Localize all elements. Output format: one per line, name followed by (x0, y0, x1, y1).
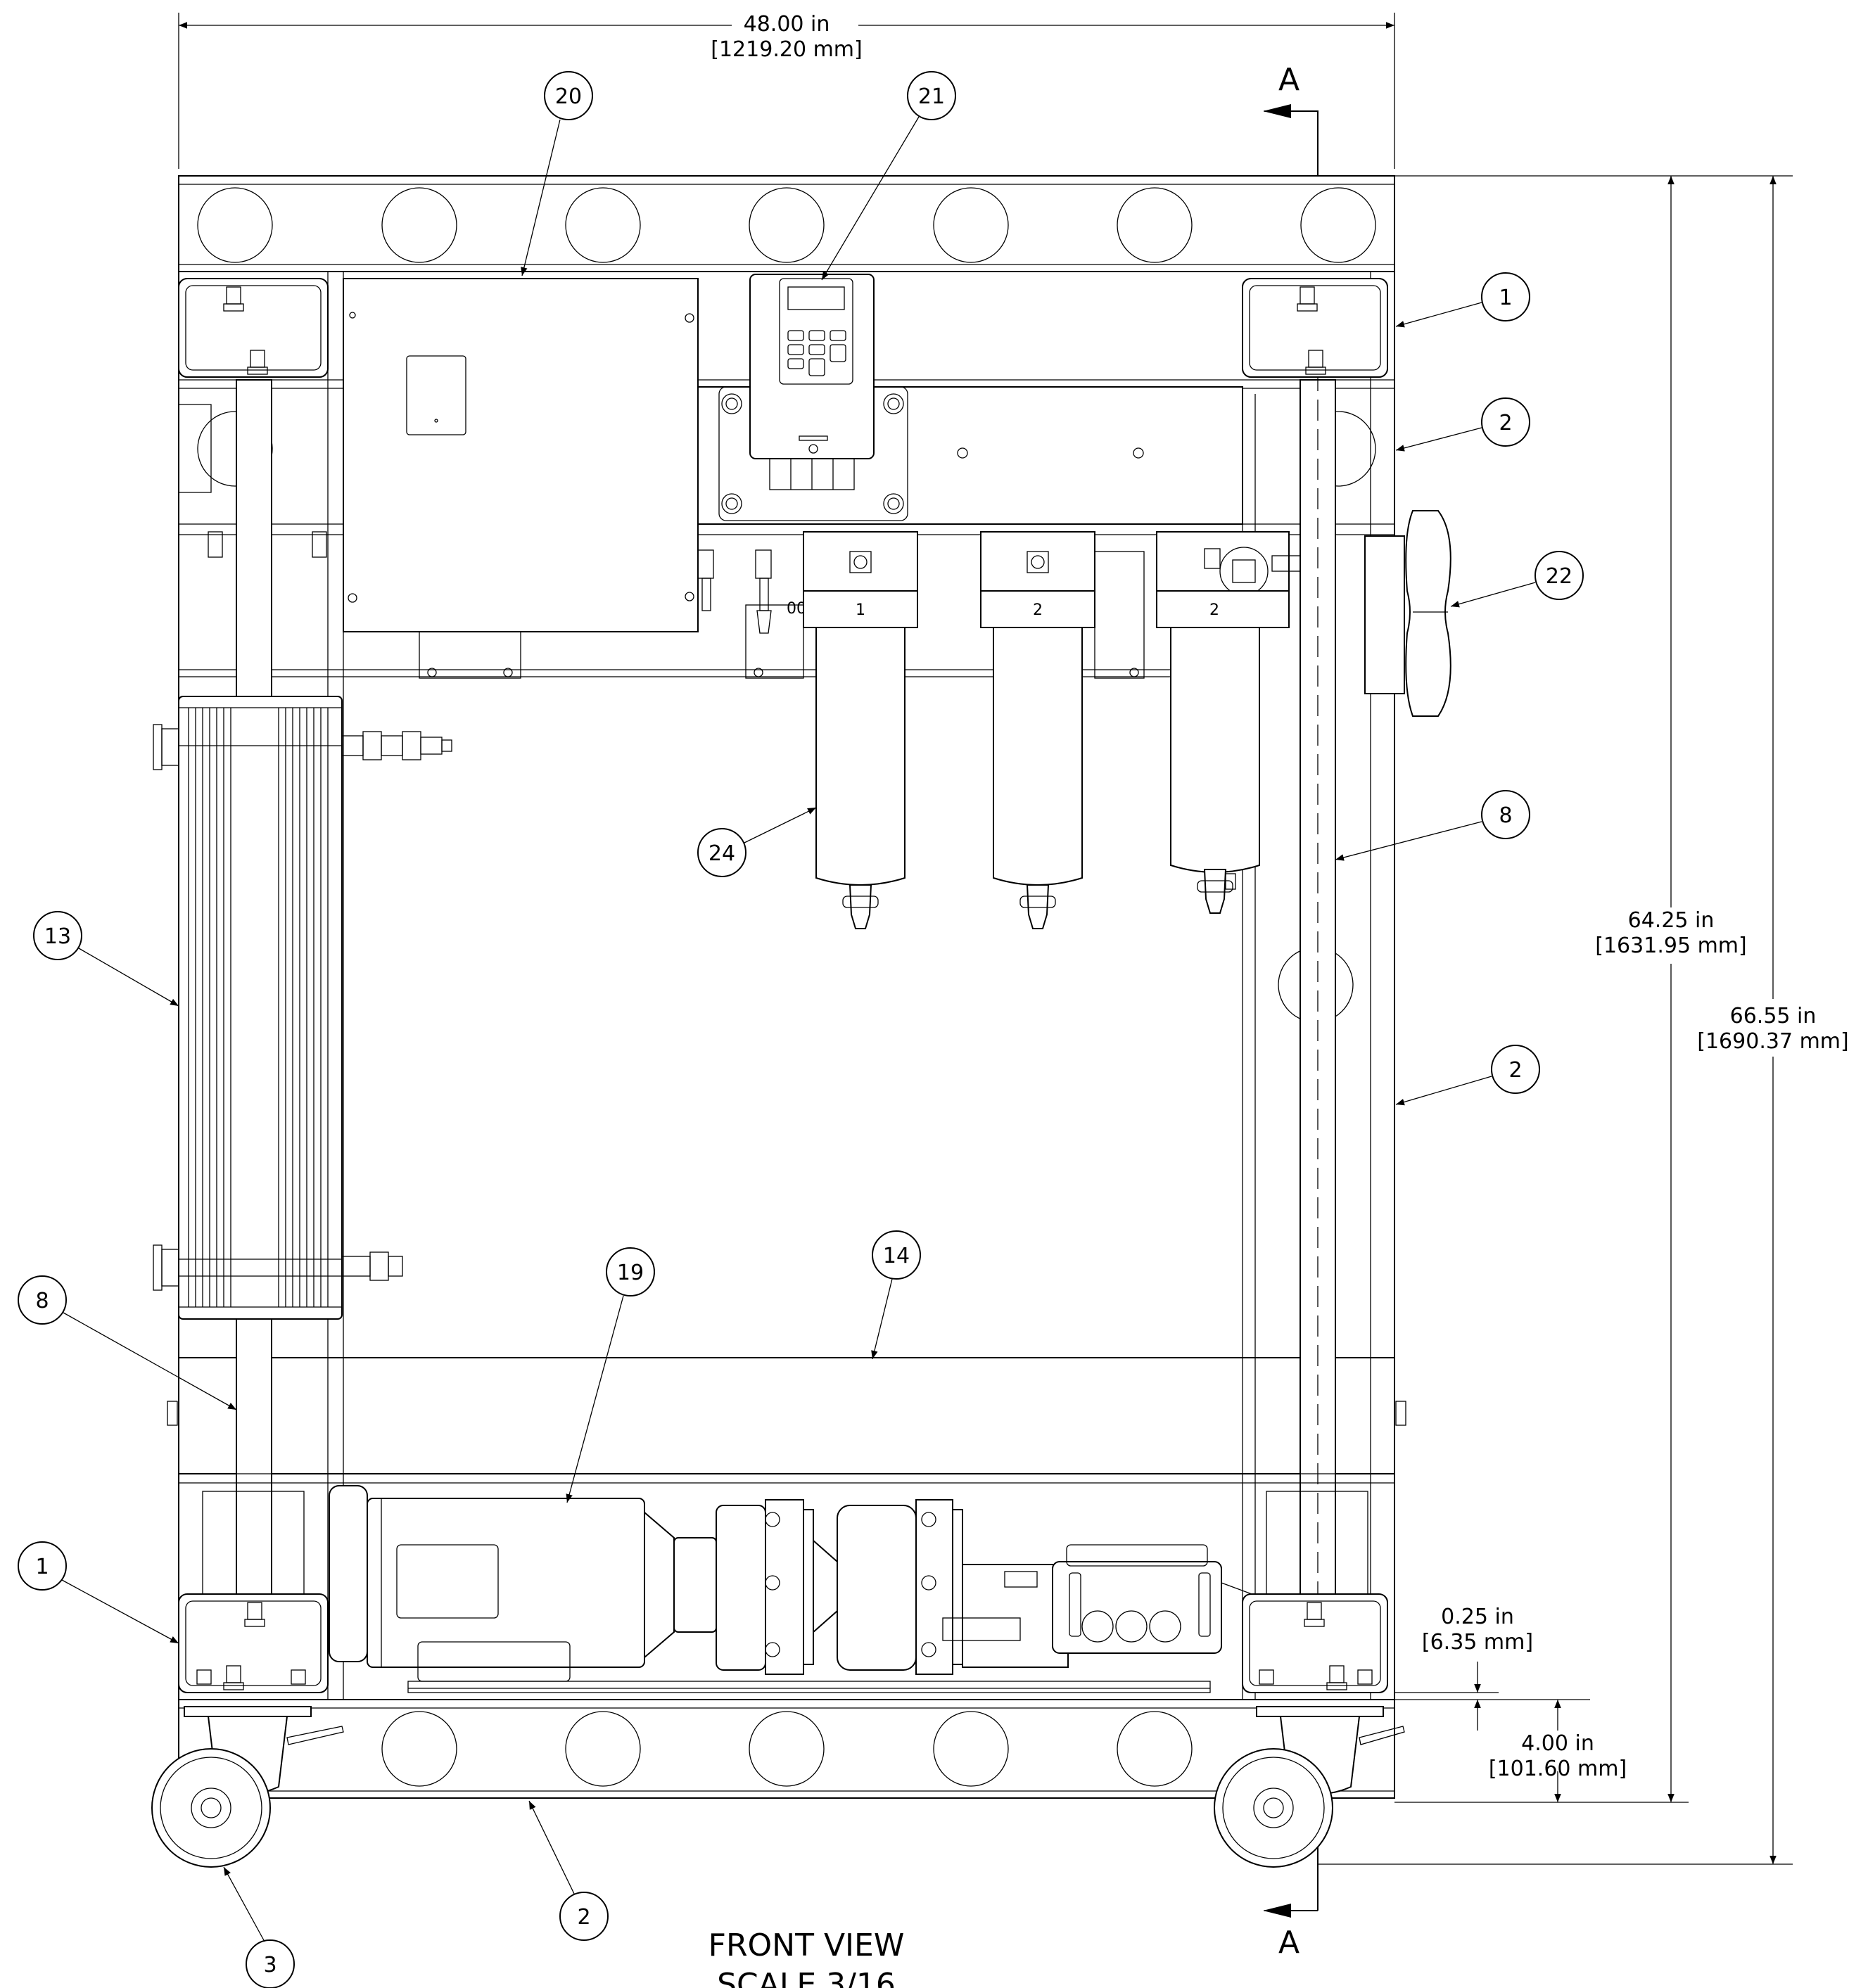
filter-housing-3: 2 (1156, 531, 1301, 914)
view-title-text: FRONT VIEW (709, 1928, 905, 1963)
section-label-top: A (1278, 62, 1300, 98)
base-height-mm: [101.60 mm] (1489, 1757, 1627, 1781)
frame-height-mm: [1631.95 mm] (1595, 934, 1746, 958)
balloon-24: 24 (709, 841, 735, 866)
filter-housing-1: 1 (803, 531, 918, 929)
frame-height-in: 64.25 in (1628, 908, 1715, 933)
balloon-22: 22 (1546, 564, 1572, 589)
balloon-1-bottom: 1 (35, 1555, 49, 1579)
motor (329, 1485, 675, 1682)
filter-3-label: 2 (1209, 601, 1219, 619)
side-accessory (1364, 510, 1451, 717)
base-gap-in: 0.25 in (1441, 1605, 1514, 1629)
balloon-19: 19 (617, 1261, 644, 1285)
filter-2-label: 2 (1033, 601, 1043, 619)
balloon-2-right: 2 (1508, 1058, 1522, 1083)
balloon-8-left: 8 (35, 1289, 49, 1313)
balloon-13: 13 (44, 924, 71, 949)
lower-frame (179, 1473, 1394, 1693)
height-dimensions: 64.25 in [1631.95 mm] 66.55 in [1690.37 … (1318, 175, 1849, 1865)
heat-exchanger (153, 696, 452, 1320)
balloon-3: 3 (263, 1953, 277, 1977)
balloon-callouts: 20 21 1 2 22 8 24 13 2 19 (18, 71, 1584, 1988)
width-dim-mm: [1219.20 mm] (711, 37, 862, 62)
base-height-in: 4.00 in (1521, 1731, 1594, 1756)
section-line: A A (1263, 62, 1319, 1961)
caster-right (1214, 1706, 1405, 1868)
balloon-8-right: 8 (1499, 803, 1512, 828)
view-scale-text: SCALE 3/16 (717, 1967, 896, 1988)
filter-housing-2: 2 (980, 531, 1145, 929)
balloon-2-bottom: 2 (577, 1905, 590, 1930)
balloon-1-top: 1 (1499, 286, 1512, 310)
filter-1-label: 1 (856, 601, 865, 619)
pump (942, 1544, 1260, 1668)
balloon-20: 20 (555, 84, 582, 109)
vfd-drive (749, 274, 875, 490)
top-brackets (178, 278, 1388, 378)
width-dimension: 48.00 in [1219.20 mm] (178, 12, 1395, 169)
width-dim-in: 48.00 in (744, 12, 830, 37)
electrical-enclosure (343, 278, 699, 679)
section-label-bottom: A (1278, 1925, 1300, 1961)
view-title: FRONT VIEW SCALE 3/16 (709, 1928, 905, 1988)
caster-left (151, 1706, 344, 1868)
overall-height-in: 66.55 in (1730, 1004, 1817, 1028)
overall-height-mm: [1690.37 mm] (1697, 1029, 1848, 1054)
balloon-14: 14 (883, 1244, 910, 1268)
bottom-brackets (178, 1593, 1388, 1693)
base-gap-mm: [6.35 mm] (1422, 1630, 1533, 1655)
balloon-2-top: 2 (1499, 411, 1512, 435)
balloon-21: 21 (918, 84, 945, 109)
base-rail (178, 1699, 1395, 1799)
top-rail (178, 175, 1395, 272)
cross-beam (167, 1357, 1406, 1474)
couplings (673, 1499, 963, 1675)
